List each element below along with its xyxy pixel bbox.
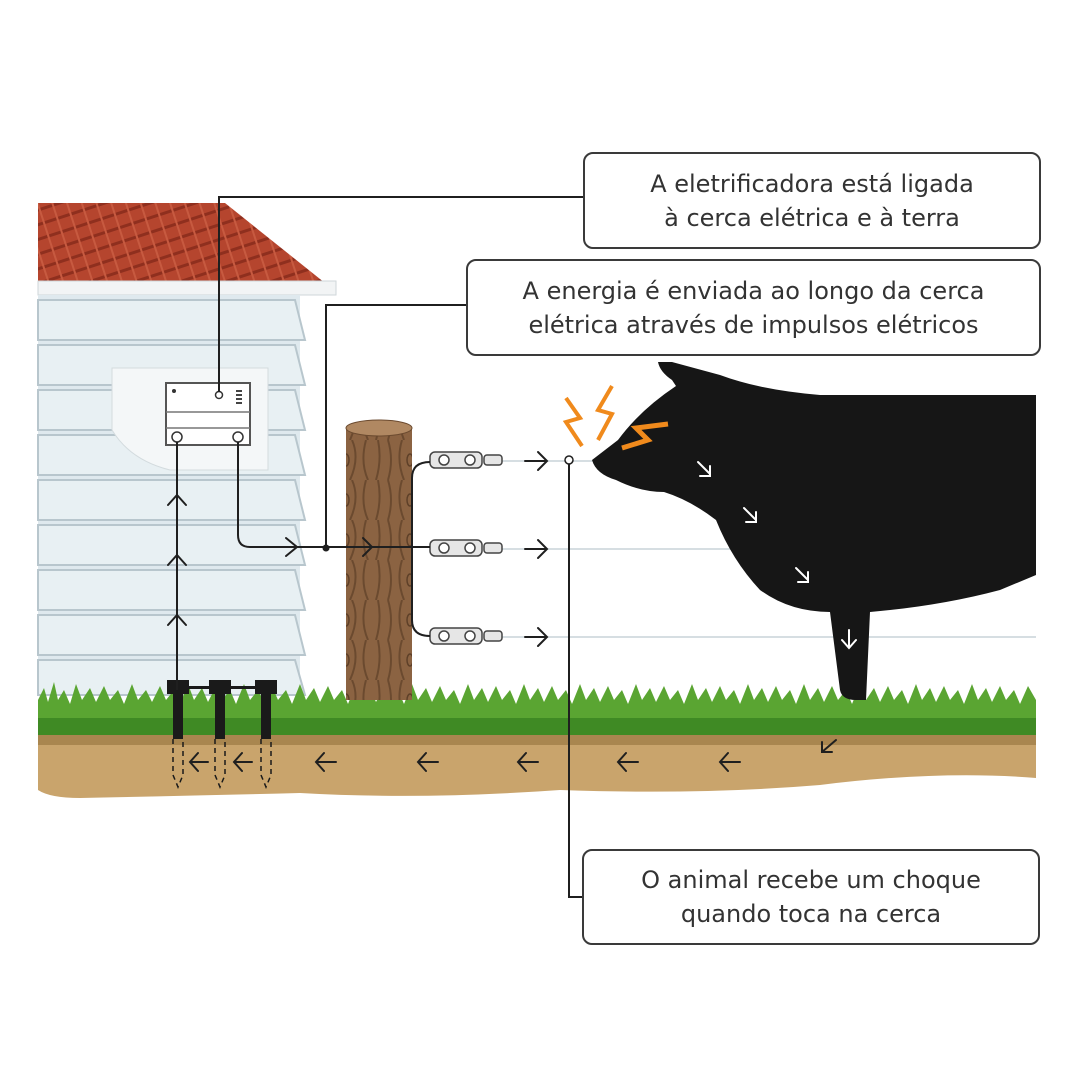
connector-lines	[176, 196, 583, 898]
cow-arrows	[697, 461, 857, 650]
energizer-box-icon	[165, 382, 251, 446]
callout-energizer-line1: A eletrificadora está ligada	[650, 169, 974, 198]
fence-post	[345, 419, 413, 700]
ground	[38, 682, 1036, 798]
callout-shock-line1: O animal recebe um choque	[641, 866, 981, 894]
soil	[38, 733, 1036, 798]
siding-boards	[37, 299, 307, 696]
insulators	[429, 451, 503, 645]
arrow-icon	[167, 451, 837, 772]
soil-shadow	[38, 733, 1036, 745]
callout-energizer-line2: à cerca elétrica e à terra	[664, 203, 960, 232]
callout-shock-line2: quando toca na cerca	[680, 900, 942, 928]
cow	[592, 362, 1036, 700]
callout-shock: O animal recebe um choque quando toca na…	[582, 849, 1040, 945]
house	[37, 203, 337, 696]
callout-pulses: A energia é enviada ao longo da cerca el…	[466, 259, 1041, 356]
gutter	[37, 280, 337, 296]
lightning-bolt-icon	[562, 384, 669, 451]
callout-pulses-line2: elétrica através de impulsos elétricos	[528, 310, 979, 339]
roof	[38, 203, 325, 283]
ground-rod-icon	[167, 680, 277, 789]
callout-pulses-line1: A energia é enviada ao longo da cerca	[522, 276, 985, 305]
callout-energizer: A eletrificadora está ligada à cerca elé…	[583, 152, 1041, 249]
